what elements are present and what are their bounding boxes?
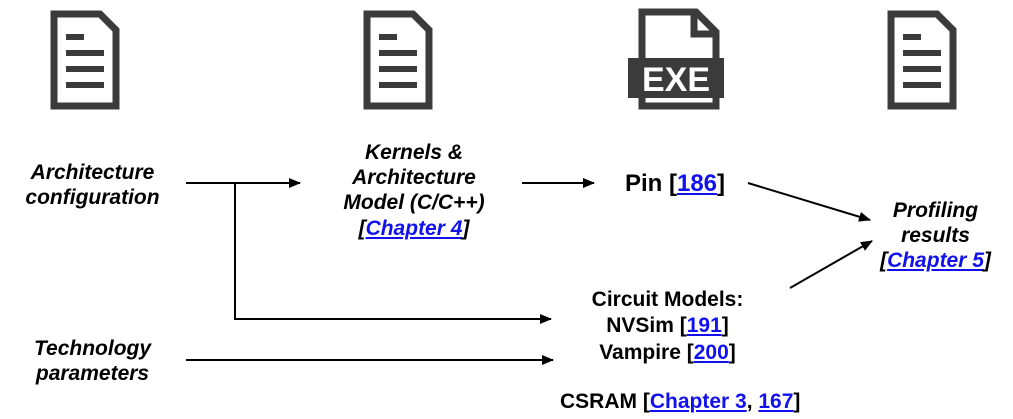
bracket-close: ]	[793, 390, 801, 413]
pin-label: Pin [186]	[600, 170, 750, 199]
kernels-architecture-model-label: Kernels & Architecture Model (C/C++) [Ch…	[308, 140, 520, 241]
chapter-3-link[interactable]: Chapter 3	[649, 390, 747, 413]
profiling-line2: results	[901, 224, 970, 248]
document-icon	[363, 10, 433, 110]
architecture-configuration-label: Architecture configuration	[0, 160, 185, 210]
ref-186-link[interactable]: 186	[676, 170, 718, 197]
kernels-ref-line: [Chapter 4]	[308, 216, 520, 241]
circuit-models-title: Circuit Models:	[591, 288, 744, 311]
ref-191-link[interactable]: 191	[686, 314, 722, 338]
bracket-close: ]	[728, 340, 736, 364]
kernels-line1: Kernels &	[364, 141, 464, 164]
bracket-close: ]	[717, 170, 726, 197]
document-icon	[50, 10, 120, 110]
bracket-close: ]	[983, 249, 991, 273]
document-icon	[887, 10, 957, 110]
ref-separator: ,	[746, 390, 759, 413]
chapter-5-link[interactable]: Chapter 5	[887, 249, 984, 273]
bracket-open: [	[679, 314, 687, 338]
tech-params-line2: parameters	[35, 362, 150, 386]
pin-text: Pin	[624, 170, 663, 197]
bracket-close: ]	[462, 216, 470, 240]
circuit-models-label: Circuit Models: NVSim [191] Vampire [200…	[555, 287, 780, 366]
profiling-ref-line: [Chapter 5]	[858, 248, 1013, 273]
kernels-line3: Model (C/C++)	[343, 191, 485, 215]
arrow-circuit-to-profiling	[789, 240, 873, 289]
profiling-line1: Profiling	[892, 199, 979, 222]
bracket-open: [	[642, 390, 650, 413]
bracket-open: [	[880, 249, 888, 273]
chapter-4-link[interactable]: Chapter 4	[365, 216, 463, 240]
vampire-line: Vampire [200]	[555, 340, 780, 366]
nvsim-text: NVSim	[606, 314, 674, 338]
kernels-line2: Architecture	[352, 166, 476, 190]
technology-parameters-label: Technology parameters	[0, 336, 185, 386]
bracket-open: [	[358, 216, 366, 240]
ref-200-link[interactable]: 200	[693, 340, 729, 364]
ref-167-link[interactable]: 167	[758, 390, 794, 413]
bracket-close: ]	[721, 314, 729, 338]
profiling-results-label: Profiling results [Chapter 5]	[858, 198, 1013, 274]
vampire-text: Vampire	[599, 340, 681, 364]
exe-label: EXE	[642, 61, 710, 99]
csram-text: CSRAM	[560, 390, 637, 413]
tech-params-line1: Technology	[33, 337, 152, 360]
nvsim-line: NVSim [191]	[555, 313, 780, 339]
arch-config-line1: Architecture	[30, 161, 155, 184]
bracket-open: [	[686, 340, 694, 364]
arrow-pin-to-profiling	[747, 182, 871, 222]
arch-config-line2: configuration	[25, 186, 160, 210]
bracket-open: [	[668, 170, 677, 197]
exe-file-icon: EXE	[628, 8, 724, 110]
csram-line: CSRAM [Chapter 3, 167]	[560, 389, 890, 414]
arrow-config-to-circuit	[234, 183, 552, 324]
